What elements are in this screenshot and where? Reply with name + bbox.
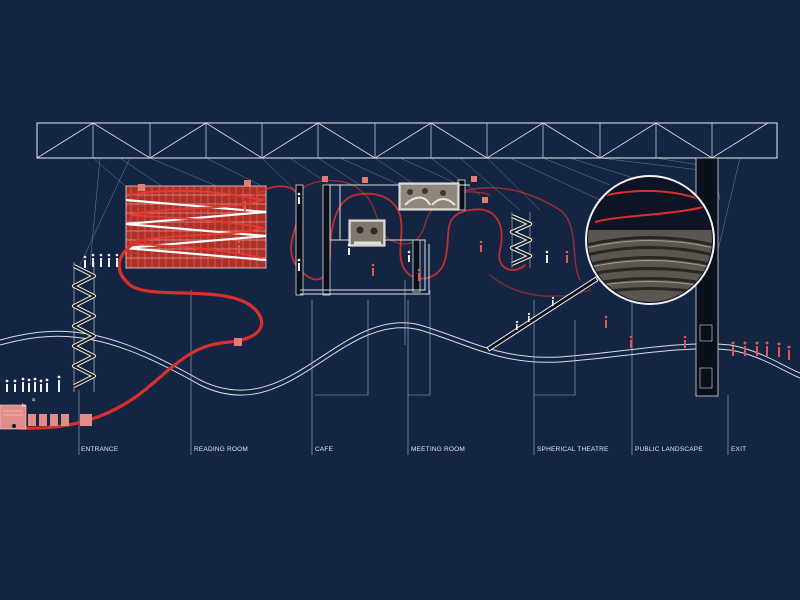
spherical-theatre	[585, 175, 715, 305]
ground-wave	[0, 322, 800, 396]
label-public-landscape: PUBLIC LANDSCAPE	[635, 446, 703, 453]
path-markers	[138, 176, 488, 346]
meeting-photo	[398, 182, 460, 211]
marker-a: a	[32, 397, 36, 403]
people-red	[237, 200, 791, 360]
theatre-spiral-stair	[510, 212, 532, 268]
circulation-path	[18, 179, 591, 430]
people-white	[5, 192, 549, 392]
marker-b: b	[22, 403, 26, 409]
label-exit: EXIT	[731, 446, 747, 453]
theatre-ramp	[486, 276, 599, 352]
label-meeting-room: MEETING ROOM	[411, 446, 466, 453]
entrance-block	[0, 404, 92, 430]
suspension-cables	[79, 157, 741, 266]
cafe-photo	[348, 219, 386, 247]
label-cafe: CAFE	[315, 446, 334, 453]
roof-truss	[36, 122, 778, 159]
reading-room-stacks	[125, 185, 267, 269]
label-reading-room: READING ROOM	[194, 446, 249, 453]
label-spherical-theatre: SPHERICAL THEATRE	[537, 446, 609, 453]
ramp-walkers	[515, 296, 555, 330]
entrance-spiral-stair	[72, 262, 96, 392]
label-entrance: ENTRANCE	[81, 446, 119, 453]
label-leaders	[78, 280, 729, 455]
